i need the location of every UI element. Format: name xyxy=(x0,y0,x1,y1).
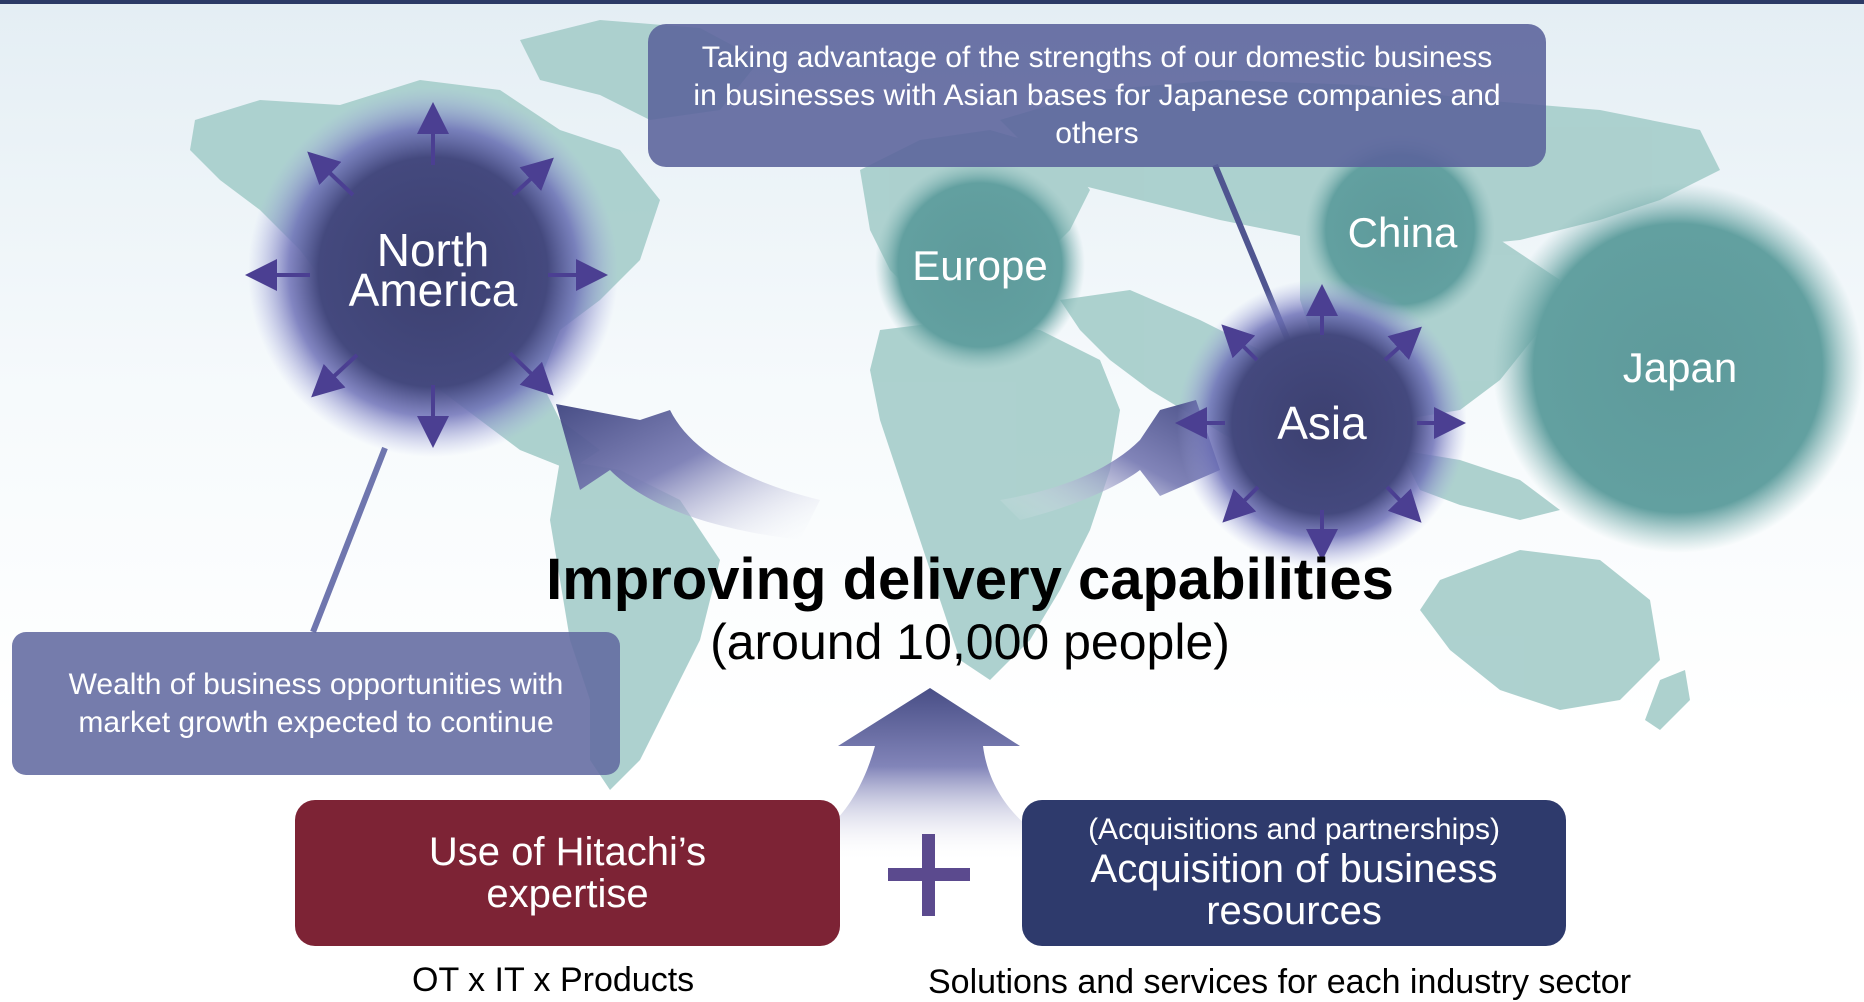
plus-icon xyxy=(888,834,970,916)
europe-circle xyxy=(875,160,1085,370)
hitachi-expertise-caption: OT x IT x Products xyxy=(412,961,695,999)
asia-strategy-callout: Taking advantage of the strengths of our… xyxy=(648,24,1546,167)
arrow-up-to-center xyxy=(773,688,1090,862)
china-label: China xyxy=(1347,209,1458,256)
hitachi-expertise-box: Use of Hitachi’s expertise xyxy=(295,800,840,946)
japan-label: Japan xyxy=(1622,344,1738,391)
center-title: Improving delivery capabilities xyxy=(546,547,1394,612)
arrow-to-asia xyxy=(1000,400,1220,520)
top-border xyxy=(0,0,1864,4)
business-resources-sublabel: (Acquisitions and partnerships) xyxy=(1088,813,1500,846)
north-america-opportunity-text: Wealth of business opportunities with ma… xyxy=(68,667,564,739)
business-resources-label: Acquisition of business resources xyxy=(1090,847,1498,933)
left-callout-connector xyxy=(310,446,388,634)
japan-circle xyxy=(1493,183,1863,553)
europe-label: Europe xyxy=(912,242,1048,289)
north-america-label: North America xyxy=(348,224,518,316)
business-resources-caption: Solutions and services for each industry… xyxy=(928,963,1632,1001)
north-america-radiating-arrows xyxy=(245,102,608,448)
asia-label: Asia xyxy=(1277,397,1367,449)
asia-strategy-text: Taking advantage of the strengths of our… xyxy=(693,40,1501,150)
asia-radiating-arrows xyxy=(1175,284,1466,561)
center-subtitle: (around 10,000 people) xyxy=(710,614,1230,670)
china-circle xyxy=(1305,135,1495,325)
hitachi-expertise-label: Use of Hitachi’s expertise xyxy=(428,830,707,916)
business-resources-box: (Acquisitions and partnerships) Acquisit… xyxy=(1022,800,1566,946)
arrow-to-north-america xyxy=(556,404,820,540)
north-america-opportunity-callout: Wealth of business opportunities with ma… xyxy=(12,632,620,775)
